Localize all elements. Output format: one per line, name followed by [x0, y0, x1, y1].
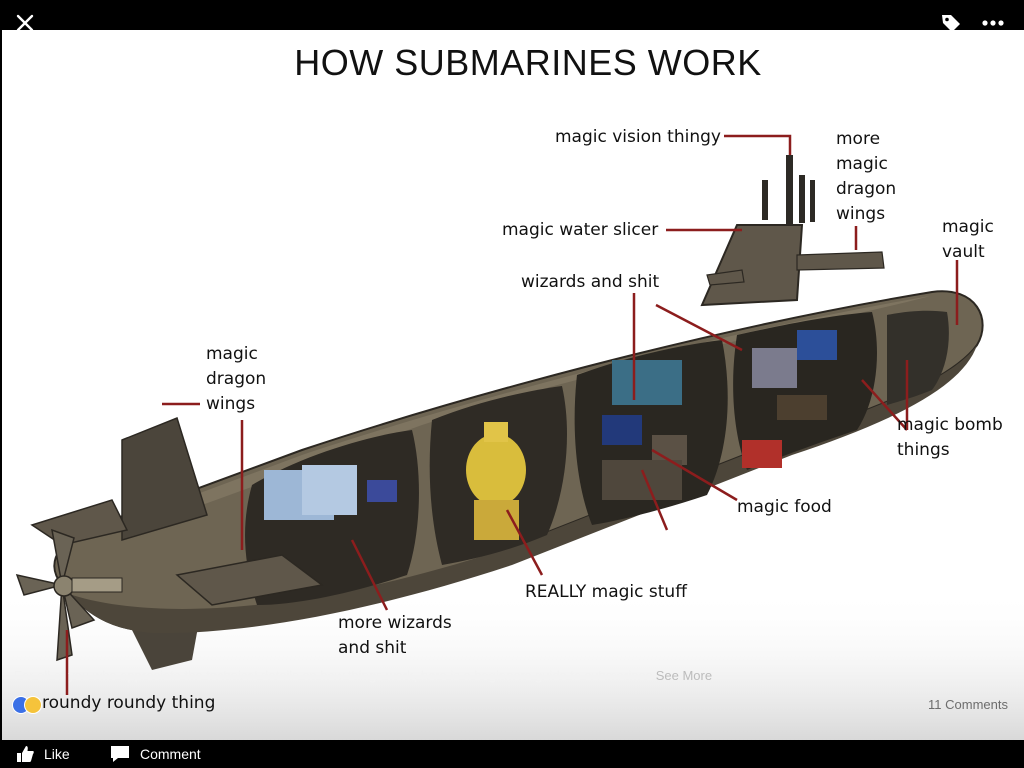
label-magic-bomb-things: magic bomb things — [897, 415, 1003, 460]
close-button[interactable] — [12, 10, 38, 36]
more-horizontal-icon — [982, 20, 1004, 26]
label-magic-vision: magic vision thingy — [555, 127, 721, 147]
label-magic-food: magic food — [737, 497, 832, 517]
more-options-button[interactable] — [978, 10, 1008, 36]
comments-count-link[interactable]: 11 Comments — [928, 697, 1008, 712]
see-more-link[interactable]: See More — [655, 668, 713, 683]
label-more-wizards: more wizards and shit — [338, 613, 452, 658]
comment-button[interactable]: Comment — [110, 740, 201, 768]
caption-text: For all of you who appreciate the techni… — [14, 668, 653, 683]
reaction-summary[interactable] — [12, 696, 42, 714]
post-caption: For all of you who appreciate the techni… — [14, 668, 1004, 683]
label-roundy: roundy roundy thing — [42, 693, 216, 713]
haha-reaction-icon — [24, 696, 42, 714]
tag-button[interactable] — [938, 10, 964, 36]
close-icon — [16, 14, 34, 32]
like-button[interactable]: Like — [16, 740, 70, 768]
label-magic-dragon-wings: magic dragon wings — [206, 344, 267, 414]
post-photo[interactable]: HOW SUBMARINES WORK magic vision thingy … — [2, 30, 1024, 740]
submarine-cutaway-illustration — [2, 134, 1024, 740]
viewer-top-bar — [0, 0, 1024, 32]
image-title: HOW SUBMARINES WORK — [294, 42, 762, 83]
label-magic-water-slicer: magic water slicer — [502, 220, 659, 240]
label-magic-vault: magic vault — [942, 217, 994, 262]
comment-bubble-icon — [111, 746, 129, 762]
like-label: Like — [44, 746, 70, 762]
label-more-magic-dragon-wings: more magic dragon wings — [836, 129, 897, 224]
label-wizards: wizards and shit — [521, 272, 660, 292]
thumbs-up-icon — [17, 746, 34, 762]
tag-icon — [942, 15, 960, 32]
label-really-magic-stuff: REALLY magic stuff — [525, 582, 687, 602]
post-action-bar: Like Comment — [0, 740, 1024, 768]
comment-label: Comment — [140, 746, 201, 762]
